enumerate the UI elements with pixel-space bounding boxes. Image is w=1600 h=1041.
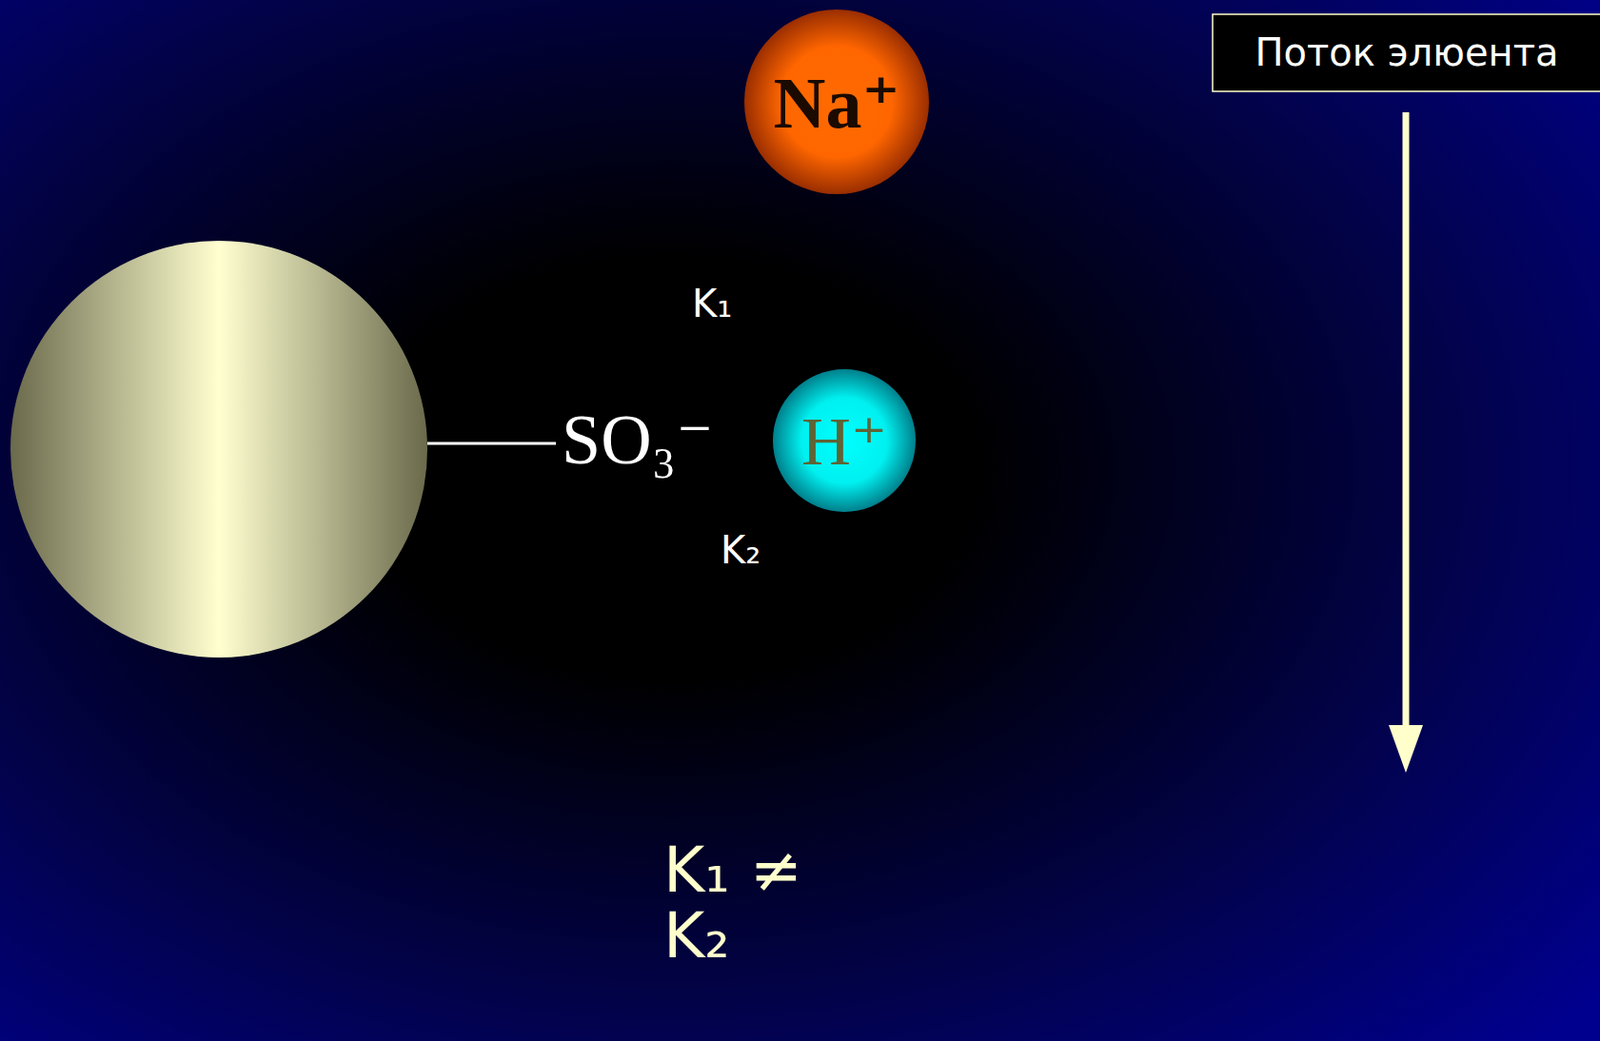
sulfonate-group: SO₃⁻ xyxy=(561,397,713,481)
flow-label-box: Поток элюента xyxy=(1211,13,1600,93)
sodium-ion: Na⁺ xyxy=(744,9,929,195)
node-text: H⁺ xyxy=(801,400,888,482)
rate-constant: K₂ xyxy=(720,528,761,573)
node-text: Na⁺ xyxy=(773,59,901,145)
inequality-note: K₁ ≠ K₂ xyxy=(663,837,883,970)
flow-arrow-shaft xyxy=(1402,112,1410,733)
flow-arrow-head xyxy=(1388,725,1423,773)
bond-line xyxy=(427,442,556,446)
node-text: Поток элюента xyxy=(1255,30,1560,75)
hydrogen-ion: H⁺ xyxy=(772,369,916,513)
resin-bead xyxy=(10,240,428,658)
rate-constant: K₁ xyxy=(691,281,732,326)
